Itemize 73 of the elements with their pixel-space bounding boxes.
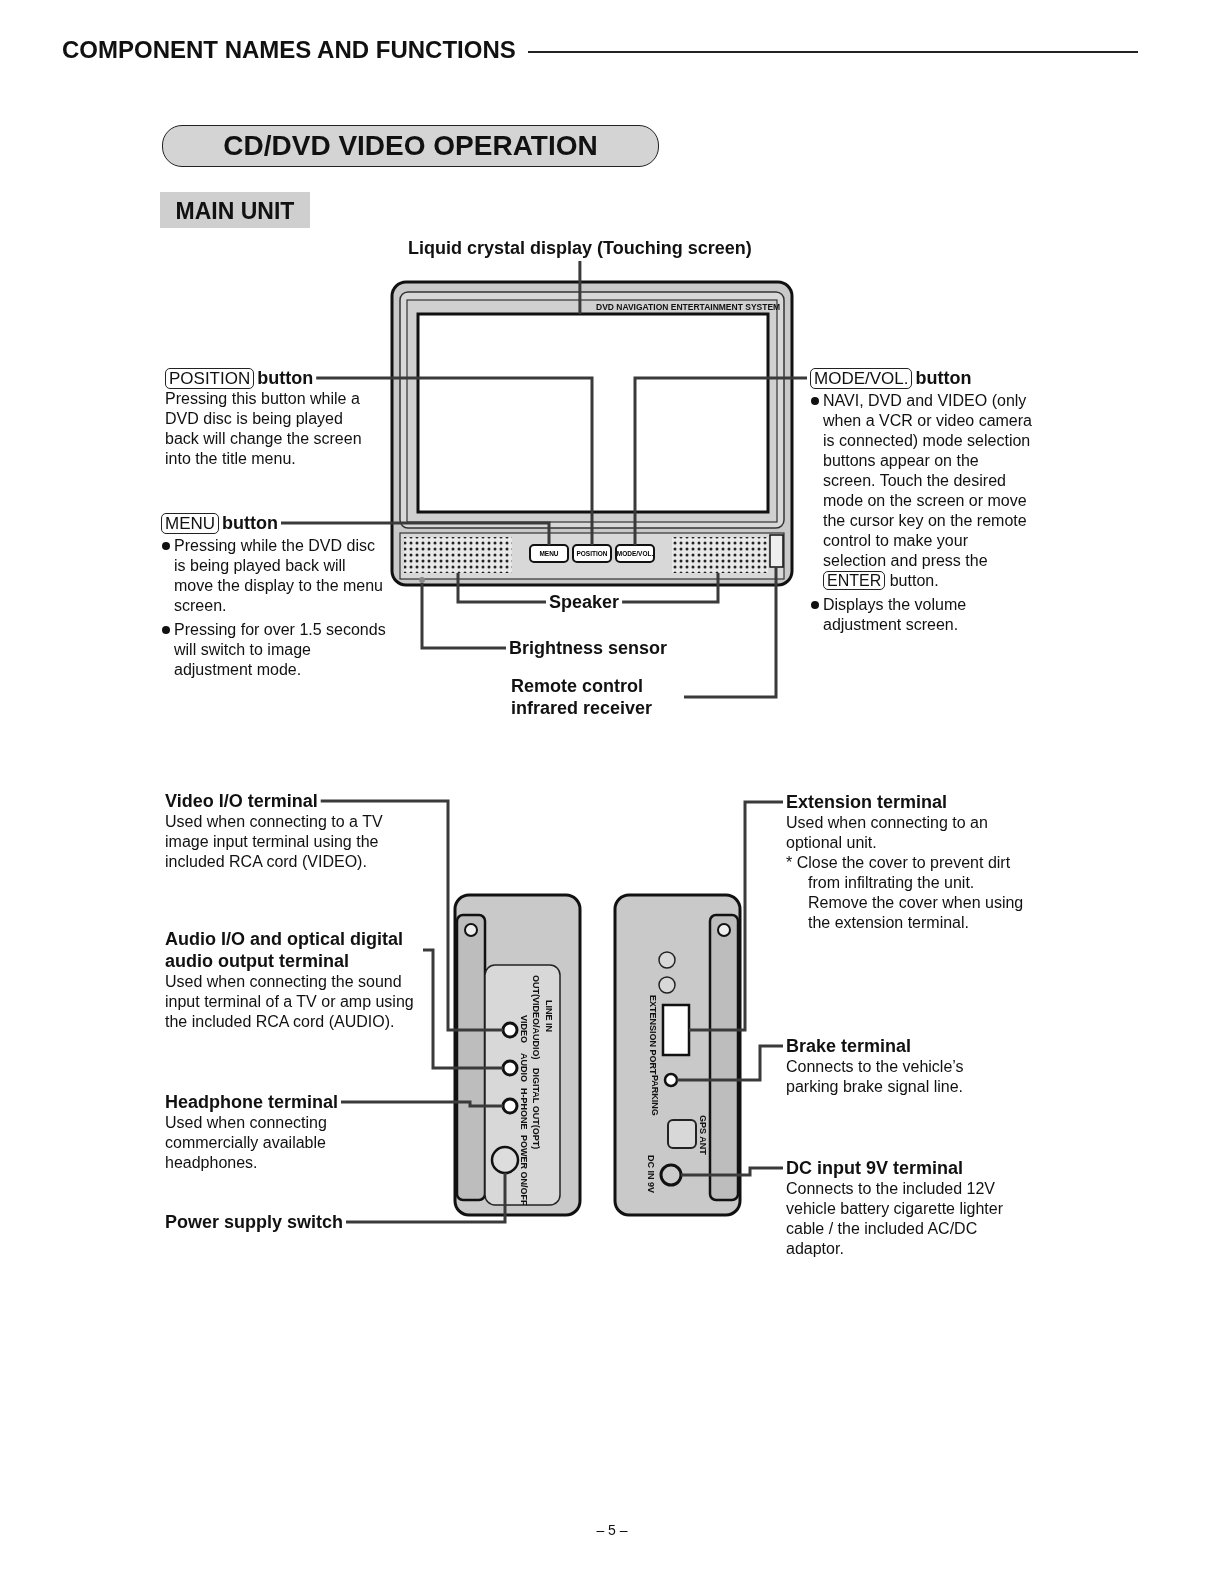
power-switch xyxy=(490,1145,520,1175)
description-text: Connects to the vehicle’s parking brake signal line. xyxy=(786,1057,965,1097)
description-text: Connects to the included 12V vehicle battery cigarette lighter cable / the included AC/DC adaptor. xyxy=(786,1179,1004,1259)
bullet-text: button. xyxy=(889,572,939,589)
page-title: COMPONENT NAMES AND FUNCTIONS xyxy=(62,36,516,64)
device-label: H-PHONE xyxy=(519,1088,529,1130)
leader-line xyxy=(420,583,506,650)
description-text: Used when connecting the sound input terminal of a TV or amp using the included RCA cord (AUDIO). xyxy=(165,972,415,1032)
device-label: EXTENSION PORT xyxy=(648,995,658,1075)
leader-line xyxy=(281,521,551,545)
bullet-text: Displays the volume adjustment screen. xyxy=(823,596,967,633)
callout-heading: button xyxy=(915,368,972,388)
description-text: Pressing this button while a DVD disc is being played back will change the screen into the title menu. xyxy=(165,389,363,469)
device-label: DIGITAL OUT(OPT) xyxy=(531,1068,541,1150)
lcd-screen xyxy=(416,312,770,514)
device-label: OUT(VIDEO/AUDIO) xyxy=(531,975,541,1060)
device-label: GPS ANT xyxy=(698,1115,708,1155)
video-jack xyxy=(501,1021,519,1039)
audio-jack xyxy=(501,1059,519,1077)
section-tag: MAIN UNIT xyxy=(160,192,310,228)
speaker-grille xyxy=(404,537,512,573)
leader-line xyxy=(622,573,720,604)
callout-heading: Extension terminal xyxy=(786,792,948,812)
device-label: DC IN 9V xyxy=(646,1155,656,1193)
leader-line xyxy=(578,261,582,314)
bullet-text: Pressing for over 1.5 seconds will switch to image adjustment mode. xyxy=(174,621,386,678)
leader-line xyxy=(456,573,546,604)
callout-heading: Audio I/O and optical digital audio output terminal xyxy=(165,929,403,971)
leader-line xyxy=(633,376,807,545)
brightness-sensor xyxy=(419,577,425,583)
leader-line xyxy=(689,800,783,1032)
device-label: DVD NAVIGATION ENTERTAINMENT SYSTEM xyxy=(596,302,781,312)
dc-jack xyxy=(659,1163,683,1187)
device-label: PARKING xyxy=(650,1075,660,1116)
key-label: ENTER xyxy=(823,571,886,590)
callout-heading: DC input 9V terminal xyxy=(786,1158,964,1178)
device-label: AUDIO xyxy=(519,1053,529,1082)
callout-heading: Brake terminal xyxy=(786,1036,912,1056)
leader-line xyxy=(316,376,594,545)
callout-heading: button xyxy=(257,368,314,388)
leader-line xyxy=(684,567,778,699)
callout-heading: Speaker xyxy=(549,591,620,613)
key-label: MENU xyxy=(161,513,220,534)
note-text: * Close the cover to prevent dirt from infiltrating the unit. Remove the cover when using the extension terminal. xyxy=(786,853,1025,933)
parking-jack xyxy=(663,1072,679,1088)
speaker-grille xyxy=(672,537,768,573)
device-label: POWER ON/OFF xyxy=(519,1135,529,1206)
callout-heading: Liquid crystal display (Touching screen) xyxy=(408,237,752,259)
device-label: VIDEO xyxy=(519,1015,529,1043)
leader-line xyxy=(320,799,503,1032)
key-label: MODE/VOL. xyxy=(810,368,913,389)
bullet-text: Pressing while the DVD disc is being played back will move the display to the menu screen. xyxy=(174,537,383,614)
leader-line xyxy=(681,1166,783,1177)
callout-heading: Remote control infrared receiver xyxy=(511,675,654,719)
callout-heading: Power supply switch xyxy=(165,1211,344,1233)
device-label: LINE IN xyxy=(544,1000,554,1032)
callout-heading: Brightness sensor xyxy=(509,637,668,659)
extension-port xyxy=(661,1003,691,1057)
description-text: Used when connecting commercially available headphones. xyxy=(165,1113,328,1173)
section-banner: CD/DVD VIDEO OPERATION xyxy=(162,125,659,167)
leader-line xyxy=(341,1100,503,1108)
leader-line xyxy=(346,1173,507,1224)
infrared-receiver xyxy=(769,534,784,568)
description-text: Used when connecting to an optional unit. xyxy=(786,813,989,853)
callout-heading: Video I/O terminal xyxy=(165,791,318,811)
leader-line xyxy=(677,1044,783,1082)
headphone-jack xyxy=(501,1097,519,1115)
page-number: – 5 – xyxy=(595,1522,629,1538)
key-label: POSITION xyxy=(165,368,255,389)
description-text: Used when connecting to a TV image input terminal using the included RCA cord (VIDEO). xyxy=(165,812,384,872)
callout-heading: button xyxy=(222,513,279,533)
leader-line xyxy=(423,948,503,1070)
callout-heading: Headphone terminal xyxy=(165,1092,339,1112)
